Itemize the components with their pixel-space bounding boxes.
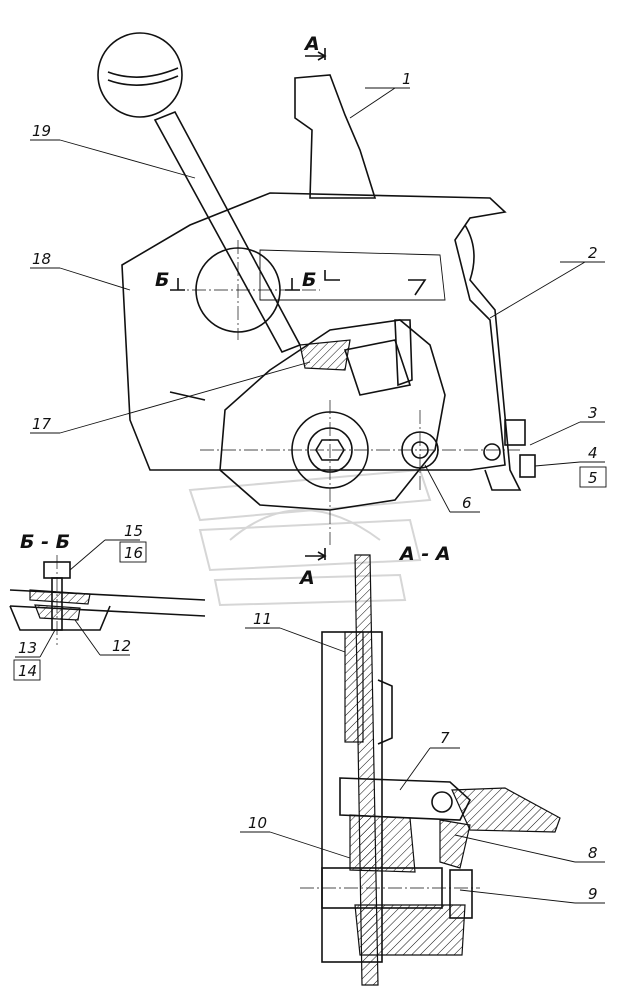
reference-labels: 1 2 3 4 5 6 7 8 9 10 11 12 13 14 15 16 1… <box>13 70 607 903</box>
bracket <box>294 74 377 199</box>
section-markers-b <box>170 278 300 291</box>
section-bb-title: Б - Б <box>20 531 70 553</box>
label-5: 5 <box>588 469 598 487</box>
label-3: 3 <box>588 404 598 422</box>
bolt-9 <box>449 869 473 919</box>
section-b-left: Б <box>155 269 169 291</box>
label-1: 1 <box>402 70 412 88</box>
section-bb-view <box>9 555 206 645</box>
label-18: 18 <box>32 250 51 268</box>
label-12: 12 <box>112 637 131 655</box>
leader-lines <box>15 87 605 904</box>
label-17: 17 <box>32 415 52 433</box>
label-11: 11 <box>253 610 272 628</box>
lever-knob <box>97 32 183 118</box>
label-6: 6 <box>462 494 472 512</box>
section-aa-view <box>300 554 561 986</box>
section-labels: А А А - А Б Б Б - Б <box>20 33 451 589</box>
side-bracket <box>464 224 522 491</box>
label-10: 10 <box>248 814 267 832</box>
label-7: 7 <box>440 729 450 747</box>
section-aa-title: А - А <box>398 543 451 565</box>
label-19: 19 <box>32 122 51 140</box>
label-9: 9 <box>588 885 598 903</box>
label-14: 14 <box>18 662 37 680</box>
watermark <box>188 468 432 607</box>
main-view <box>97 32 536 545</box>
section-b-right: Б <box>302 269 316 291</box>
label-13: 13 <box>18 639 37 657</box>
label-15: 15 <box>124 522 143 540</box>
section-a-top: А <box>303 33 320 55</box>
label-4: 4 <box>588 444 598 462</box>
label-8: 8 <box>588 844 598 862</box>
housing-plate <box>121 192 507 471</box>
sector-plate <box>219 319 446 511</box>
label-16: 16 <box>124 544 143 562</box>
label-2: 2 <box>588 244 598 262</box>
section-markers-a <box>305 48 327 561</box>
gear-lever <box>153 110 302 354</box>
section-a-bottom: А <box>298 567 315 589</box>
